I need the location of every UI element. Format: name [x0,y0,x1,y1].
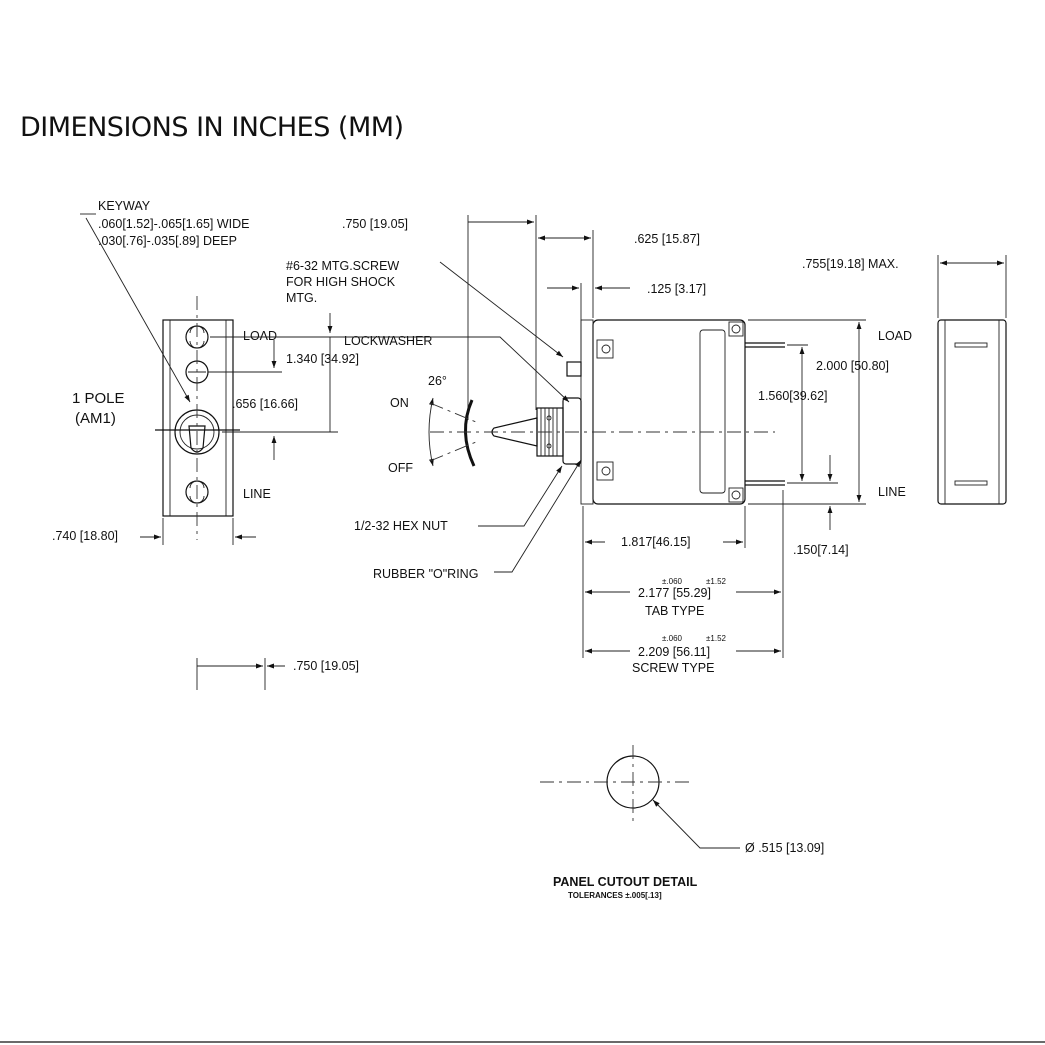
dim-bushing: .750 [19.05] [342,217,408,231]
dim-screw: 2.209 [56.11] [638,645,710,659]
toggle-lever [491,417,538,447]
off-label: OFF [388,461,413,475]
dim-diameter: Ø .515 [13.09] [745,841,824,855]
end-body-outline [937,319,1007,505]
side-load-label: LOAD [878,329,912,343]
hex-nut-label: 1/2-32 HEX NUT [354,519,448,533]
dim-end-width: .755[19.18] MAX. [802,257,899,271]
side-view: .750 [19.05] .625 [15.87] .125 [3.17] #6… [286,215,912,675]
keyway-depth: .030[.76]-.035[.89] DEEP [98,234,237,248]
dim-load-line: 1.340 [34.92] [286,352,359,366]
screw-note: FOR HIGH SHOCK [286,275,396,289]
tab-tolerance-mm: ±1.52 [706,577,727,586]
dim-front: .625 [15.87] [634,232,700,246]
on-label: ON [390,396,409,410]
dim-handle: .656 [16.66] [232,397,298,411]
cutout-title: PANEL CUTOUT DETAIL [553,875,698,889]
front-line-label: LINE [243,487,271,501]
dim-terminal-offset: .150[7.14] [793,543,849,557]
dim-height: 2.000 [50.80] [816,359,889,373]
screw-note: #6-32 MTG.SCREW [286,259,399,273]
keyway-title: KEYWAY [98,199,151,213]
tab-type-label: TAB TYPE [645,604,704,618]
dim-flange: .125 [3.17] [647,282,706,296]
dim-tab: 2.177 [55.29] [638,586,711,600]
screw-tolerance-mm: ±1.52 [706,634,727,643]
o-ring-label: RUBBER "O"RING [373,567,478,581]
hex-nut [562,397,582,465]
breaker-body [592,319,746,505]
side-line-label: LINE [878,485,906,499]
front-body-outline [162,319,234,517]
pole-model: (AM1) [75,410,116,427]
end-view: .755[19.18] MAX. [802,255,1007,505]
mounting-screw [566,361,582,377]
tab-tolerance-in: ±.060 [662,577,683,586]
angle-label: 26° [428,374,447,388]
screw-type-label: SCREW TYPE [632,661,714,675]
front-load-label: LOAD [243,329,277,343]
panel-cutout-detail: Ø .515 [13.09] PANEL CUTOUT DETAIL TOLER… [540,745,824,900]
keyway-width: .060[1.52]-.065[1.65] WIDE [98,217,249,231]
dim-body: 1.817[46.15] [621,535,691,549]
dim-terminals: 1.560[39.62] [758,389,828,403]
front-view: KEYWAY .060[1.52]-.065[1.65] WIDE .030[.… [52,199,359,690]
page-title: DIMENSIONS IN INCHES (MM) [20,112,404,143]
dim-bottom: .750 [19.05] [293,659,359,673]
screw-note: MTG. [286,291,317,305]
screw-tolerance-in: ±.060 [662,634,683,643]
dim-width: .740 [18.80] [52,529,118,543]
pole-label: 1 POLE [72,390,125,407]
toggle-handle [188,425,206,453]
cutout-tolerance: TOLERANCES ±.005[.13] [568,891,662,900]
lockwasher-label: LOCKWASHER [344,334,432,348]
